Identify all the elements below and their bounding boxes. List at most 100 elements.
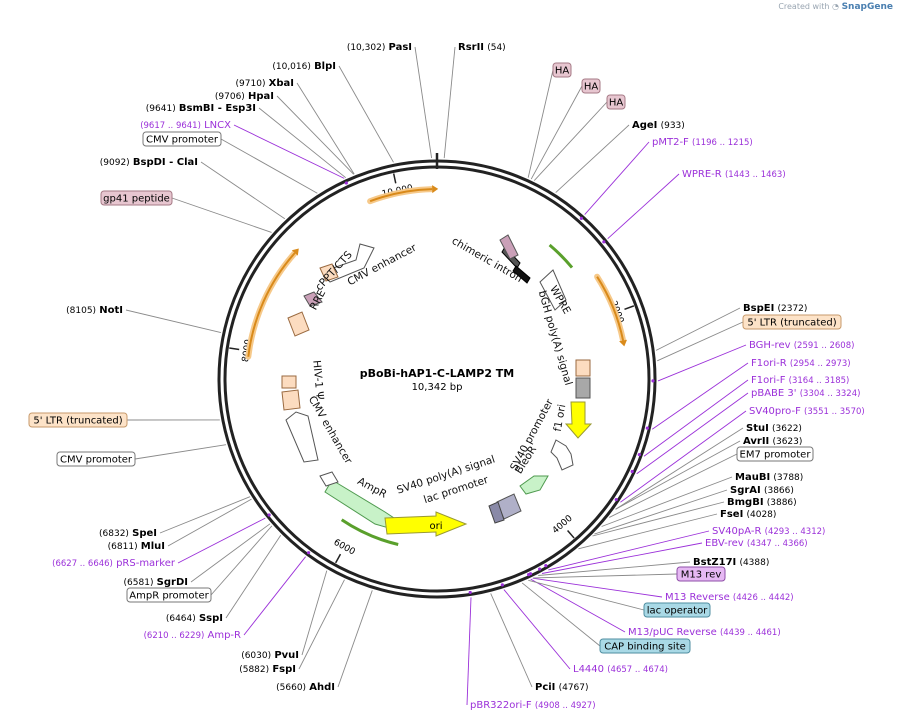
primer-leader bbox=[584, 141, 650, 215]
primer-label[interactable]: (9617 .. 9641) LNCX bbox=[140, 120, 231, 131]
primer-coord: (4908 .. 4927) bbox=[535, 701, 596, 711]
feature-label[interactable]: gp41 peptide bbox=[103, 194, 170, 205]
sv40-promoter-arrow bbox=[550, 439, 574, 471]
feature-label[interactable]: HA bbox=[584, 82, 599, 93]
feature-label[interactable]: CMV promoter bbox=[146, 135, 219, 146]
enzyme-leader bbox=[258, 107, 346, 179]
primer-label[interactable]: WPRE-R (1443 .. 1463) bbox=[682, 169, 786, 180]
primer-label[interactable]: F1ori-R (2954 .. 2973) bbox=[751, 358, 851, 369]
enzyme-site-label[interactable]: (6811) MluI bbox=[108, 541, 165, 552]
primer-label[interactable]: EBV-rev (4347 .. 4366) bbox=[705, 538, 808, 549]
enzyme-name: FspI bbox=[272, 664, 296, 675]
primer-label[interactable]: M13/pUC Reverse (4439 .. 4461) bbox=[628, 627, 781, 638]
enzyme-leader bbox=[615, 427, 744, 510]
primer-name: SV40pA-R bbox=[712, 526, 761, 537]
primer-name: LNCX bbox=[204, 120, 231, 131]
enzyme-site-label[interactable]: PciI (4767) bbox=[535, 682, 589, 693]
enzyme-coord: (4028) bbox=[746, 510, 776, 520]
enzyme-coord: (3788) bbox=[773, 473, 803, 483]
ha-blocks bbox=[499, 234, 519, 260]
enzyme-site-label[interactable]: (10,302) PasI bbox=[347, 42, 412, 53]
feature-label[interactable]: lac operator bbox=[647, 606, 708, 617]
feature-label[interactable]: CAP binding site bbox=[604, 642, 686, 653]
feature-label-box bbox=[552, 62, 572, 78]
enzyme-coord: (6581) bbox=[124, 578, 154, 588]
enzyme-site-label[interactable]: (9092) BspDI - ClaI bbox=[100, 157, 198, 168]
primer-label[interactable]: (6627 .. 6646) pRS-marker bbox=[52, 558, 176, 569]
enzyme-leader bbox=[338, 65, 394, 163]
enzyme-site-label[interactable]: (8105) NotI bbox=[66, 305, 123, 316]
primer-leader bbox=[541, 542, 703, 574]
enzyme-site-label[interactable]: (10,016) BlpI bbox=[272, 61, 336, 72]
primer-label[interactable]: F1ori-F (3164 .. 3185) bbox=[751, 375, 849, 386]
enzyme-site-label[interactable]: (6832) SpeI bbox=[99, 528, 157, 539]
enzyme-site-label[interactable]: FseI (4028) bbox=[720, 509, 776, 520]
enzyme-site-label[interactable]: (6030) PvuI bbox=[241, 650, 299, 661]
enzyme-name: AgeI bbox=[632, 120, 657, 131]
primer-label[interactable]: SV40pA-R (4293 .. 4312) bbox=[712, 526, 825, 537]
enzyme-leader bbox=[490, 593, 533, 688]
feature-label[interactable]: AmpR promoter bbox=[129, 591, 209, 602]
primer-leader bbox=[530, 578, 626, 633]
enzyme-site-label[interactable]: (9706) HpaI bbox=[215, 91, 274, 102]
enzyme-site-label[interactable]: MauBI (3788) bbox=[735, 472, 803, 483]
enzyme-site-label[interactable]: (5660) AhdI bbox=[276, 682, 335, 693]
feature-label[interactable]: HA bbox=[609, 98, 624, 109]
enzyme-leader bbox=[190, 523, 271, 583]
primer-name: pRS-marker bbox=[116, 558, 176, 569]
primer-label[interactable]: pBABE 3' (3304 .. 3324) bbox=[751, 388, 860, 399]
primer-label[interactable]: BGH-rev (2591 .. 2608) bbox=[749, 340, 854, 351]
ltr-left-block bbox=[281, 389, 301, 411]
enzyme-site-label[interactable]: BmgBI (3886) bbox=[727, 497, 797, 508]
enzyme-site-label[interactable]: BstZ17I (4388) bbox=[693, 557, 769, 568]
enzyme-coord: (54) bbox=[487, 43, 505, 53]
primer-leader bbox=[651, 362, 749, 430]
enzyme-site-label[interactable]: StuI (3622) bbox=[746, 423, 802, 434]
primer-leader bbox=[607, 173, 680, 240]
primer-coord: (1196 .. 1215) bbox=[692, 138, 753, 148]
enzyme-site-label[interactable]: (5882) FspI bbox=[239, 664, 296, 675]
enzyme-coord: (6811) bbox=[108, 542, 138, 552]
enzyme-name: RsrII bbox=[458, 42, 484, 53]
feature-label[interactable]: HA bbox=[555, 66, 570, 77]
cppt-block bbox=[319, 263, 339, 282]
feature-label[interactable]: EM7 promoter bbox=[740, 450, 812, 461]
feature-label[interactable]: 5' LTR (truncated) bbox=[747, 318, 836, 329]
primer-label[interactable]: pMT2-F (1196 .. 1215) bbox=[652, 137, 753, 148]
enzyme-leader bbox=[125, 309, 222, 334]
enzyme-site-label[interactable]: (9710) XbaI bbox=[236, 78, 294, 89]
feature-label[interactable]: CMV promoter bbox=[60, 455, 133, 466]
enzyme-site-label[interactable]: RsrII (54) bbox=[458, 42, 506, 53]
primer-coord: (4293 .. 4312) bbox=[765, 527, 826, 537]
primer-label[interactable]: L4440 (4657 .. 4674) bbox=[573, 664, 668, 675]
enzyme-name: MluI bbox=[141, 541, 165, 552]
primer-label[interactable]: pBR322ori-F (4908 .. 4927) bbox=[470, 700, 596, 711]
feature-leader bbox=[657, 321, 744, 362]
enzyme-name: PvuI bbox=[274, 650, 299, 661]
enzyme-site-label[interactable]: SgrAI (3866) bbox=[730, 485, 794, 496]
enzyme-site-label[interactable]: (6464) SspI bbox=[166, 613, 223, 624]
feature-glyphs bbox=[245, 181, 655, 595]
enzyme-site-label[interactable]: (9641) BsmBI - Esp3I bbox=[146, 103, 256, 114]
enzyme-leader bbox=[298, 579, 345, 670]
feature-label[interactable]: M13 rev bbox=[681, 570, 722, 581]
enzyme-site-label[interactable]: AgeI (933) bbox=[632, 120, 685, 131]
enzyme-leader bbox=[337, 590, 373, 688]
primer-label[interactable]: M13 Reverse (4426 .. 4442) bbox=[665, 592, 794, 603]
enzyme-name: SpeI bbox=[132, 528, 157, 539]
feature-label[interactable]: 5' LTR (truncated) bbox=[33, 416, 122, 427]
primer-label[interactable]: SV40pro-F (3551 .. 3570) bbox=[749, 406, 865, 417]
enzyme-coord: (9706) bbox=[215, 92, 245, 102]
primer-leader bbox=[233, 124, 345, 179]
enzyme-leader bbox=[578, 513, 718, 550]
enzyme-site-label[interactable]: AvrII (3623) bbox=[743, 436, 802, 447]
enzyme-leader bbox=[615, 440, 741, 510]
enzyme-site-label[interactable]: BspEI (2372) bbox=[743, 303, 807, 314]
enzyme-name: SspI bbox=[199, 613, 223, 624]
enzyme-site-label[interactable]: (6581) SgrDI bbox=[124, 577, 188, 588]
enzyme-name: BmgBI bbox=[727, 497, 764, 508]
primer-label[interactable]: (6210 .. 6229) Amp-R bbox=[144, 630, 241, 641]
snapgene-watermark: Created with ◔ SnapGene bbox=[778, 2, 893, 12]
feature-label-box bbox=[581, 78, 601, 94]
